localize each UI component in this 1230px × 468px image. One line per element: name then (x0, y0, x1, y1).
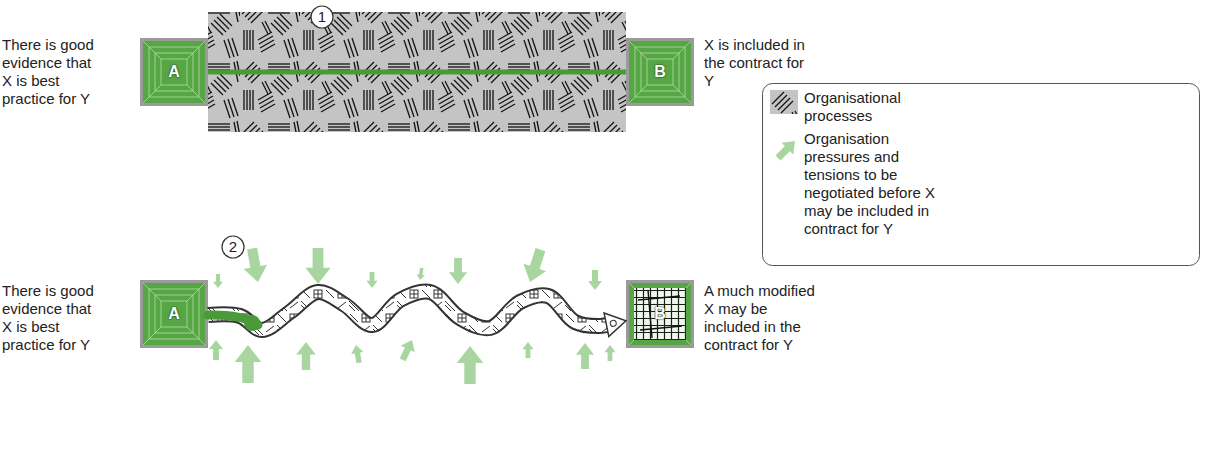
pressure-arrow (209, 340, 223, 360)
box-rim (626, 38, 694, 106)
box-bevel (187, 85, 205, 103)
box-bevel (673, 85, 691, 103)
box-bevel (187, 283, 205, 301)
pressure-arrow (240, 246, 269, 284)
pressure-arrow (366, 272, 377, 288)
box-rim (140, 280, 208, 348)
note-text: X is included in the contract for Y (704, 36, 812, 90)
box-letter: A (140, 280, 208, 348)
ribbon-body (208, 291, 610, 330)
connector-line (208, 70, 626, 75)
arrow-head (610, 321, 626, 324)
ribbon-start (244, 315, 260, 331)
callout-number: 2 (222, 238, 244, 256)
legend-swatch (770, 90, 798, 118)
connector (208, 72, 626, 73)
process-box: A (140, 38, 208, 106)
box-bevel (629, 85, 647, 103)
pressure-arrow (604, 345, 615, 361)
box-bevel (143, 41, 161, 59)
legend-text: Organisation pressures and tensions to b… (804, 130, 944, 238)
pressure-arrow (449, 258, 467, 284)
pressure-arrow (576, 343, 594, 369)
callout-circle (311, 6, 333, 28)
pressure-arrow (522, 342, 533, 358)
box-letter: B (626, 280, 694, 348)
box-bevel (673, 41, 691, 59)
process-box: B (626, 38, 694, 106)
legend-frame (763, 84, 1200, 266)
pressure-arrow (305, 248, 330, 284)
box-bevel (143, 327, 161, 345)
arrow-sample (772, 136, 800, 164)
box-rim (626, 280, 694, 348)
box-letter: B (626, 38, 694, 106)
process-box: B (626, 280, 694, 348)
box-bevel (187, 41, 205, 59)
hatch-sample (770, 90, 798, 114)
box-bevel (629, 41, 647, 59)
organisational-processes-area (208, 12, 626, 132)
box-bevel (143, 283, 161, 301)
connector (208, 291, 626, 331)
pressure-arrow (416, 268, 426, 281)
arrow-sample (768, 136, 800, 168)
legend-swatch (768, 136, 800, 172)
box-bevel (187, 327, 205, 345)
box-letter: A (140, 38, 208, 106)
pressure-arrow (396, 337, 419, 363)
hatch-sample (770, 90, 798, 114)
ribbon-start (208, 315, 258, 325)
pressure-arrow (588, 270, 602, 290)
callout-circle (222, 236, 244, 258)
ribbon-outline (208, 291, 610, 330)
callout-number: 1 (311, 8, 333, 26)
box-rim (140, 38, 208, 106)
note-text: There is good evidence that X is best pr… (2, 282, 102, 354)
legend-text: Organisational processes (804, 89, 944, 125)
note-text: A much modified X may be included in the… (704, 282, 820, 354)
pressure-arrow (350, 344, 366, 364)
pressure-arrow (457, 346, 484, 384)
pressure-arrow (235, 345, 262, 383)
note-text: There is good evidence that X is best pr… (2, 36, 102, 108)
pressure-arrow (296, 342, 316, 370)
process-box: A (140, 280, 208, 348)
pressure-arrow (213, 274, 223, 288)
pressure-arrow (519, 246, 552, 286)
box-bevel (143, 85, 161, 103)
